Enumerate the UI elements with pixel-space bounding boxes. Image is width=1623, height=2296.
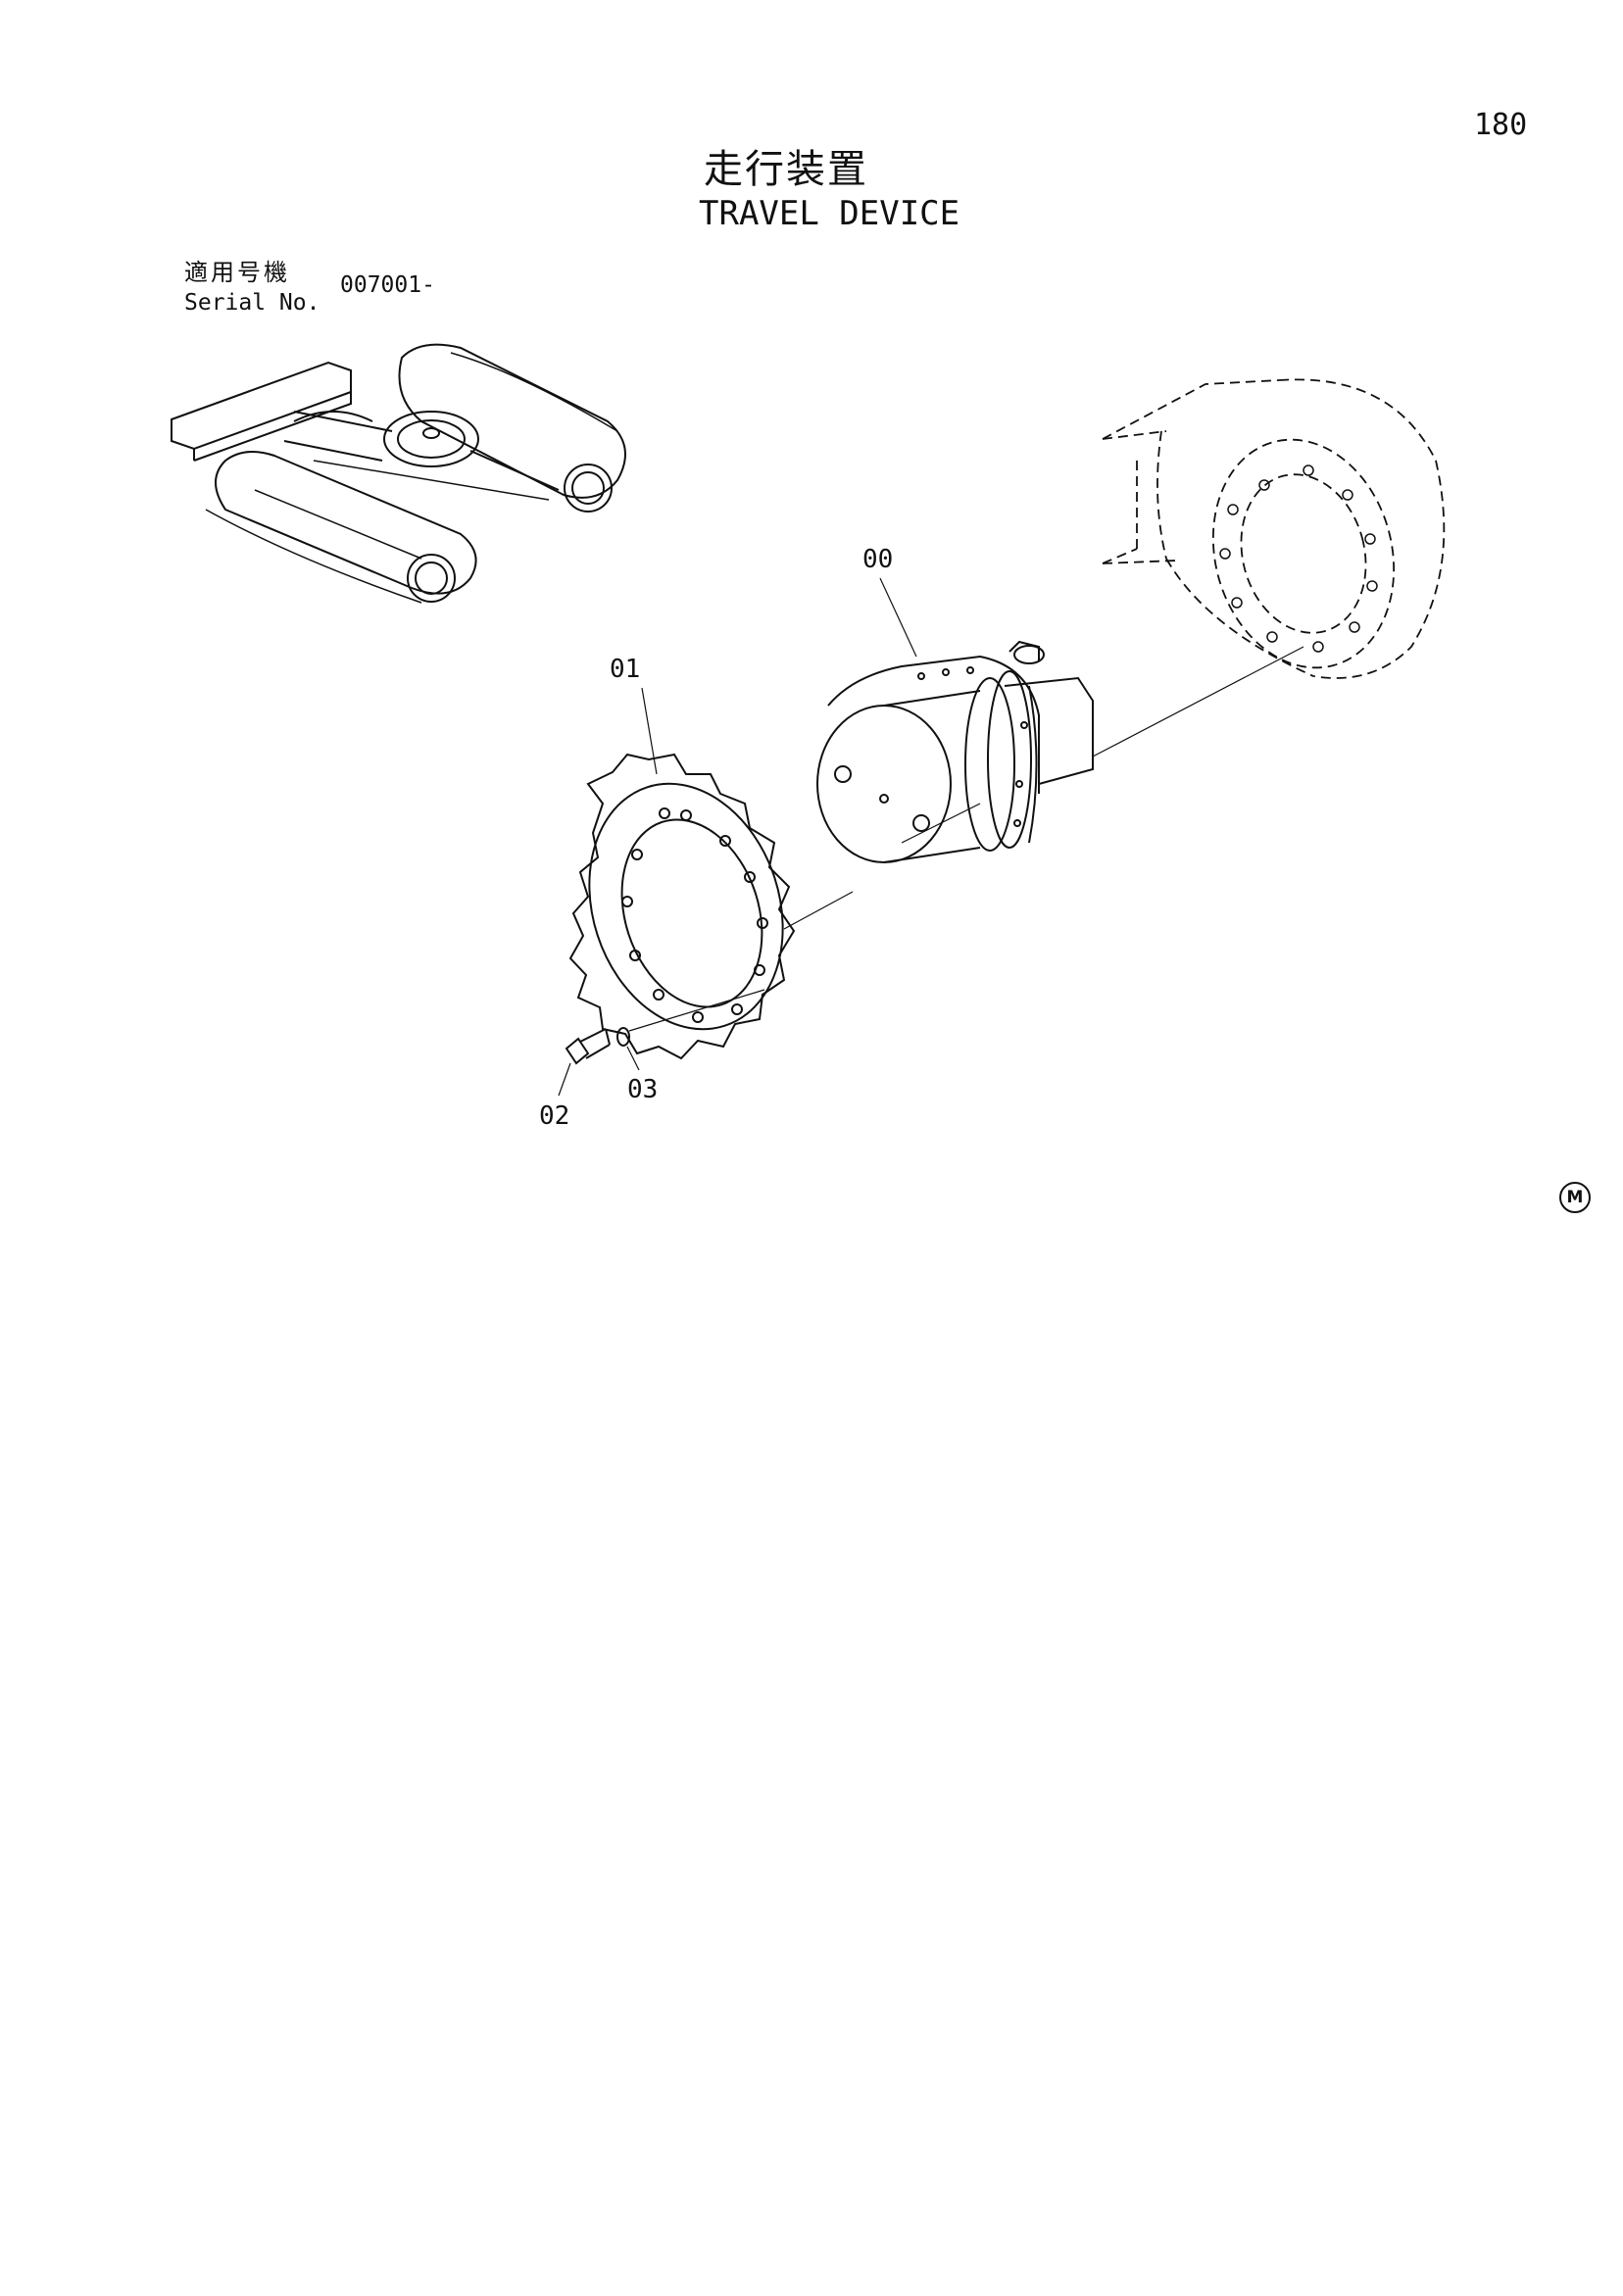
bolt xyxy=(565,1028,611,1065)
serial-label: Serial No. xyxy=(184,290,320,316)
callout-label-01: 01 xyxy=(610,655,641,684)
callout-label-03: 03 xyxy=(627,1075,659,1104)
page-title-japanese: 走行装置 xyxy=(704,147,868,192)
washer xyxy=(616,1027,630,1047)
serial-number-range: 007001- xyxy=(340,272,435,298)
serial-label-japanese: 適用号機 xyxy=(184,259,290,286)
page-title: TRAVEL DEVICE xyxy=(699,194,960,233)
callout-leader-lines xyxy=(558,577,917,1097)
track-frame-housing xyxy=(1102,378,1446,679)
housing-bolt-holes xyxy=(1219,464,1378,653)
assembly-centerline xyxy=(628,646,1304,1032)
m-circle-mark: M xyxy=(1559,1182,1591,1213)
callout-label-00: 00 xyxy=(862,545,894,574)
sprocket xyxy=(568,753,796,1060)
page-number: 180 xyxy=(1474,108,1528,142)
undercarriage-overview-illustration xyxy=(171,343,626,604)
travel-motor xyxy=(816,640,1094,863)
callout-label-02: 02 xyxy=(539,1101,570,1131)
